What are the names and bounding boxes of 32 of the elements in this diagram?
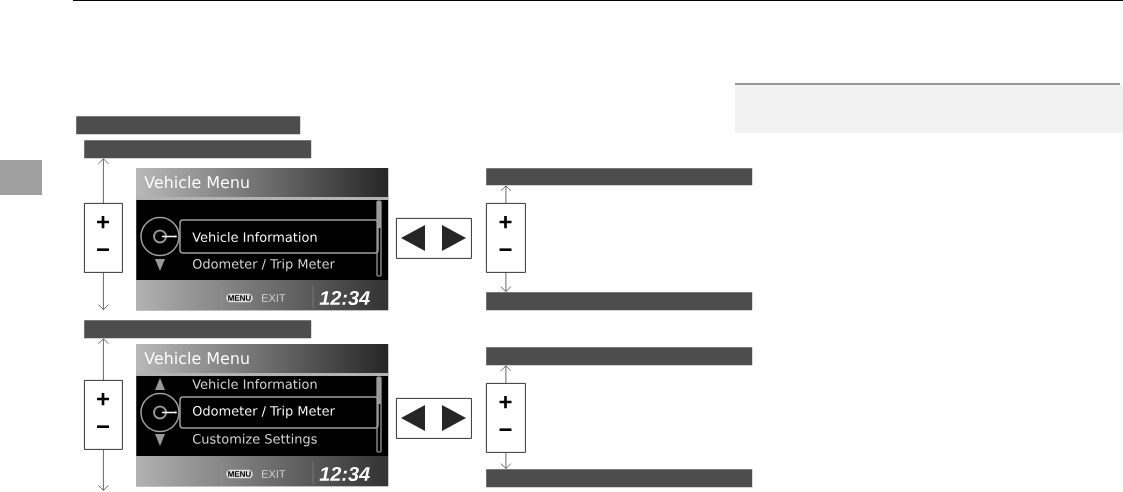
menu-item: Vehicle Information: [192, 232, 317, 242]
plus-minus-button: + −: [486, 383, 526, 453]
arrow: [500, 272, 512, 292]
arrow: [500, 365, 512, 384]
section-bar: [486, 292, 753, 311]
clock-time: 12:34: [319, 290, 370, 306]
clock-time: 12:34: [319, 466, 370, 482]
arrow: [98, 158, 109, 204]
arrow: [98, 338, 109, 381]
menu-item: Vehicle Information: [192, 379, 317, 389]
menu-item: Odometer / Trip Meter: [192, 258, 335, 272]
exit-label: EXIT: [262, 294, 286, 302]
section-bar: [486, 168, 753, 186]
menu-title: Vehicle Menu: [144, 351, 249, 365]
plus-minus-button: + −: [84, 380, 123, 450]
section-bar: [76, 116, 301, 135]
exit-label: EXIT: [262, 470, 286, 478]
menu-item: Odometer / Trip Meter: [192, 405, 335, 419]
arrow: [500, 185, 512, 204]
section-bar: [486, 469, 753, 488]
section-bar: [84, 320, 312, 339]
plus-minus-button: + −: [84, 203, 123, 273]
arrow: [98, 449, 109, 491]
arrow: [500, 452, 512, 469]
plus-minus-button: + −: [486, 203, 526, 273]
arrow: [98, 272, 109, 310]
menu-title: Vehicle Menu: [144, 175, 249, 189]
section-bar: [486, 347, 753, 366]
left-right-button: [396, 218, 472, 259]
menu-item: Customize Settings: [192, 433, 317, 447]
left-right-button: [396, 398, 472, 439]
section-bar: [84, 140, 312, 159]
